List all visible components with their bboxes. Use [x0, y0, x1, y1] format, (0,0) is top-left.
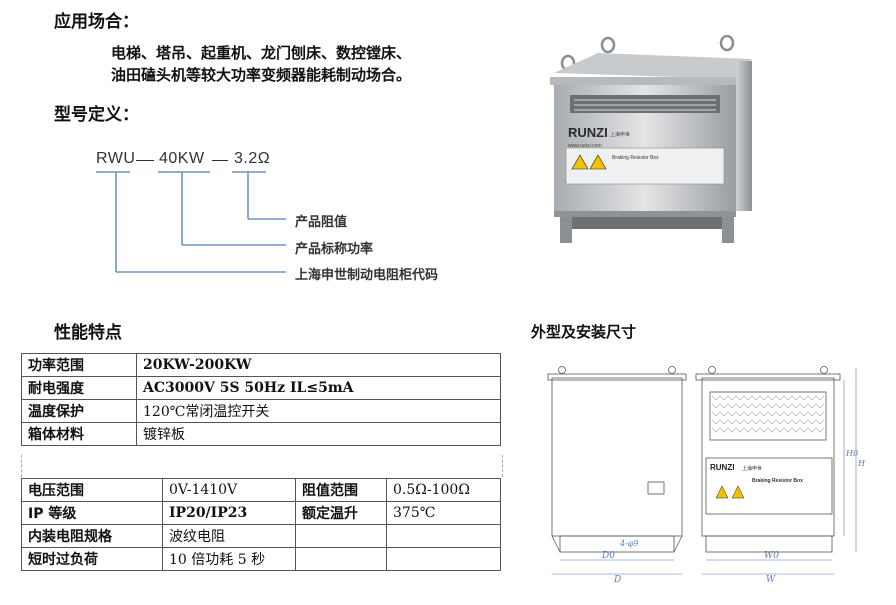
spec-value: 0V-1410V	[162, 478, 296, 502]
spec-value: AC3000V 5S 50Hz IL≤5mA	[136, 376, 501, 400]
spec-key: 温度保护	[21, 399, 137, 423]
spec-row: 箱体材料镀锌板	[21, 422, 501, 446]
dim-w0: W0	[764, 551, 779, 561]
spec-value	[386, 547, 501, 571]
photo-brand-cn: 上海申世	[610, 131, 630, 138]
hot-surface-icon	[589, 154, 607, 170]
model-part-series: RWU	[96, 150, 136, 167]
spec-value: 120℃常闭温控开关	[136, 399, 501, 423]
spec-row: 内装电阻规格波纹电阻	[21, 524, 501, 548]
drawing-warning-icon	[715, 485, 729, 499]
model-part-power: 40KW	[159, 150, 205, 167]
spec-key: 耐电强度	[21, 376, 137, 400]
spec-key: 箱体材料	[21, 422, 137, 446]
spec-value: 375℃	[386, 501, 501, 525]
dim-d: D	[613, 575, 621, 585]
model-dash-2	[212, 160, 228, 161]
dimensions-heading: 外型及安装尺寸	[531, 323, 637, 341]
model-dash-1	[136, 160, 154, 161]
spec-key	[295, 547, 387, 571]
features-heading: 性能特点	[54, 323, 122, 343]
photo-site: www.runzi.com	[568, 143, 602, 149]
dim-w: W	[766, 575, 776, 585]
photo-plate-title: Braking Resistor Box	[612, 155, 659, 161]
photo-brand: RUNZI	[568, 125, 608, 140]
spec-spacer	[21, 455, 503, 477]
model-heading: 型号定义：	[54, 105, 139, 125]
drawing-brand-cn: 上海申世	[742, 465, 762, 472]
dim-h: H	[857, 459, 866, 468]
model-part-resistance: 3.2Ω	[234, 150, 271, 167]
dimension-drawing: RUNZI 上海申世 Braking Resistor Box D0 D W0 …	[547, 366, 866, 585]
dim-d0: D0	[601, 551, 615, 561]
spec-key: IP 等级	[21, 501, 163, 525]
dim-phi: 4-φ9	[619, 539, 638, 548]
spec-value: 20KW-200KW	[136, 353, 501, 377]
spec-key: 内装电阻规格	[21, 524, 163, 548]
spec-value: 10 倍功耗 5 秒	[162, 547, 296, 571]
spec-key: 短时过负荷	[21, 547, 163, 571]
application-line-1: 电梯、塔吊、起重机、龙门刨床、数控镗床、	[111, 44, 412, 62]
spec-value: IP20/IP23	[162, 501, 296, 525]
spec-key: 电压范围	[21, 478, 163, 502]
model-bracket-lines	[96, 171, 286, 273]
product-photo: RUNZI www.runzi.com 上海申世 Braking Resisto…	[550, 35, 752, 243]
drawing-hot-icon	[731, 485, 745, 499]
drawing-brand: RUNZI	[710, 463, 734, 472]
application-line-2: 油田磕头机等较大功率变频器能耗制动场合。	[111, 66, 412, 84]
application-heading: 应用场合：	[54, 12, 139, 32]
spec-value: 波纹电阻	[162, 524, 296, 548]
spec-key: 额定温升	[295, 501, 387, 525]
drawing-plate-title: Braking Resistor Box	[752, 478, 803, 484]
label-resistance: 产品阻值	[295, 215, 348, 230]
spec-value: 镀锌板	[136, 422, 501, 446]
label-power: 产品标称功率	[295, 242, 374, 257]
spec-value	[386, 524, 501, 548]
warning-icon	[571, 154, 589, 170]
spec-key: 阻值范围	[295, 478, 387, 502]
dim-h0: H0	[845, 449, 858, 458]
spec-value: 0.5Ω-100Ω	[386, 478, 501, 502]
label-code: 上海申世制动电阻柜代码	[295, 268, 439, 283]
spec-key	[295, 524, 387, 548]
spec-key: 功率范围	[21, 353, 137, 377]
